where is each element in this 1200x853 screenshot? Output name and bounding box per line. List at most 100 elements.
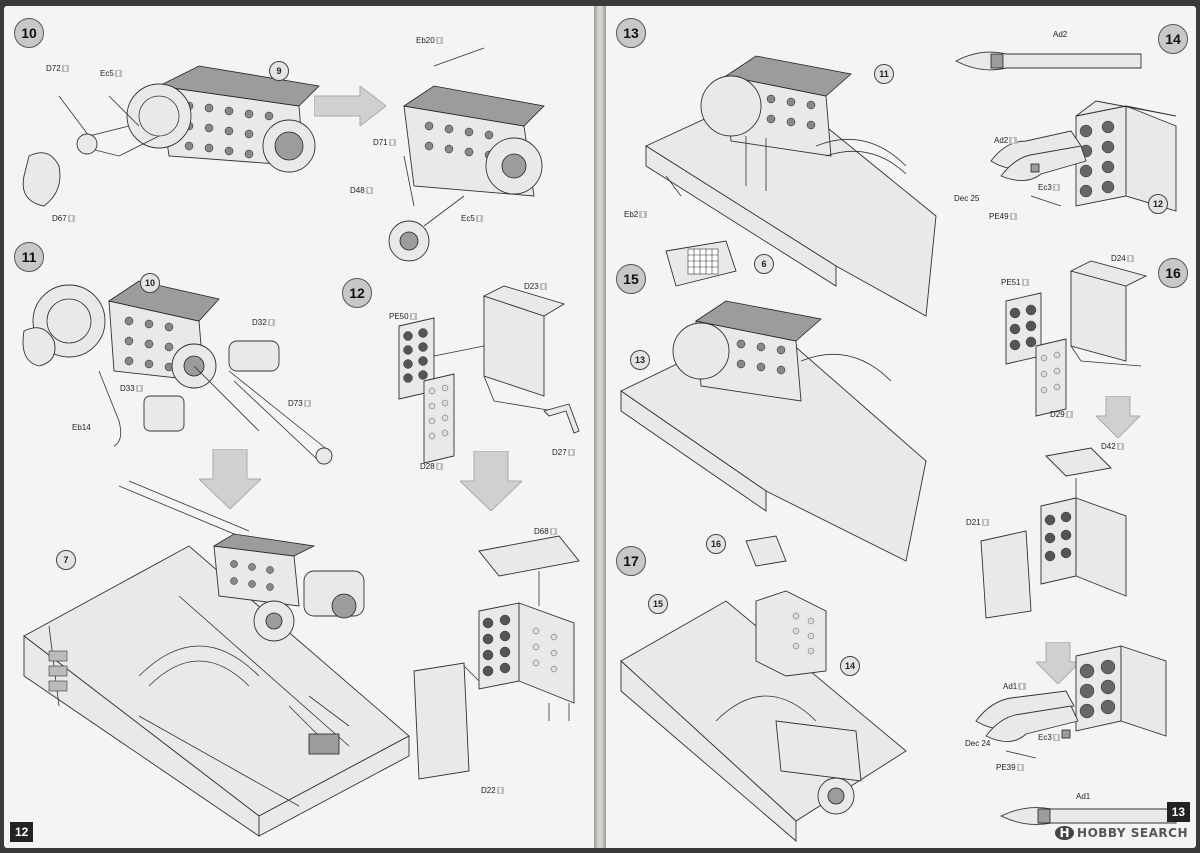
part-tag: ▮ bbox=[981, 519, 989, 527]
part-tag: ▮ bbox=[1065, 411, 1073, 419]
ammo-box-16-drawing bbox=[1005, 260, 1148, 417]
hull-with-rack-drawing bbox=[620, 240, 927, 562]
part-d22: D22▮ bbox=[481, 786, 504, 795]
part-tag: ▮ bbox=[435, 37, 443, 45]
book-gutter bbox=[594, 6, 606, 848]
callout-15: 15 bbox=[648, 594, 668, 614]
right-arrow-icon bbox=[314, 86, 386, 126]
part-pe49: PE49▮ bbox=[989, 212, 1017, 221]
shell-ad2-drawing bbox=[955, 51, 1142, 71]
ammo-box-assembly-drawing bbox=[413, 535, 580, 780]
part-d48: D48▮ bbox=[350, 186, 373, 195]
ammo-box-exploded-drawing bbox=[398, 285, 580, 464]
part-ec5-b: Ec5▮ bbox=[461, 214, 484, 223]
part-tag: ▮ bbox=[1052, 734, 1061, 742]
part-ad1: Ad1▮ bbox=[1003, 682, 1026, 691]
step-17-number: 17 bbox=[616, 546, 646, 576]
part-tag: ▮ bbox=[267, 319, 275, 327]
part-d21: D21▮ bbox=[966, 518, 989, 527]
step-11-number: 11 bbox=[14, 242, 44, 272]
part-ec3-b: Ec3▮ bbox=[1038, 733, 1061, 742]
part-tag: ▮ bbox=[639, 211, 647, 219]
part-ad2: Ad2 bbox=[1053, 30, 1068, 39]
left-page: 10 9 D72▮ Ec5▮ D67▮ bbox=[4, 6, 594, 848]
part-tag: ▮ bbox=[1052, 184, 1061, 192]
decal-number: 24 bbox=[981, 739, 991, 748]
part-tag: ▮ bbox=[496, 787, 504, 795]
engine-rear-drawing bbox=[388, 47, 545, 262]
engine-gearbox-drawing bbox=[22, 280, 333, 465]
shell-loading-drawing bbox=[975, 645, 1167, 759]
part-tag: ▮ bbox=[1018, 683, 1026, 691]
part-tag: ▮ bbox=[67, 215, 75, 223]
part-pe51: PE51▮ bbox=[1001, 278, 1029, 287]
callout-12: 12 bbox=[1148, 194, 1168, 214]
hull-interior-drawing bbox=[23, 480, 410, 837]
part-eb20: Eb20▮ bbox=[416, 36, 443, 45]
part-d68: D68▮ bbox=[534, 527, 557, 536]
part-tag: ▮ bbox=[1009, 137, 1017, 145]
page-number-right: 13 bbox=[1166, 802, 1190, 822]
page-number-left: 12 bbox=[10, 822, 34, 842]
callout-7: 7 bbox=[56, 550, 76, 570]
hull-with-ammo-drawing bbox=[620, 535, 907, 842]
right-page: 13 11 Eb2▮ 14 bbox=[606, 6, 1196, 848]
part-tag: ▮ bbox=[549, 528, 557, 536]
part-tag: ▮ bbox=[539, 283, 547, 291]
part-pe50: PE50▮ bbox=[389, 312, 417, 321]
part-tag: ▮ bbox=[409, 313, 417, 321]
part-d67: D67▮ bbox=[52, 214, 75, 223]
shell-ad1-drawing bbox=[999, 807, 1177, 825]
down-arrow-icon bbox=[460, 451, 522, 511]
down-arrow-icon bbox=[1036, 642, 1080, 684]
ammo-rack-14-drawing bbox=[990, 100, 1177, 212]
part-tag: ▮ bbox=[135, 385, 143, 393]
part-d23: D23▮ bbox=[524, 282, 547, 291]
callout-11: 11 bbox=[874, 64, 894, 84]
part-d32: D32▮ bbox=[252, 318, 275, 327]
step-16-number: 16 bbox=[1158, 258, 1188, 288]
callout-10: 10 bbox=[140, 273, 160, 293]
part-tag: ▮ bbox=[365, 187, 373, 195]
part-d24: D24▮ bbox=[1111, 254, 1134, 263]
part-dec-24: Dec 24 bbox=[965, 739, 991, 748]
part-ad1-b: Ad1 bbox=[1076, 792, 1091, 801]
part-d72: D72▮ bbox=[46, 64, 69, 73]
part-dec-25: Dec 25 bbox=[954, 194, 980, 203]
step-15-number: 15 bbox=[616, 264, 646, 294]
part-tag: ▮ bbox=[475, 215, 484, 223]
part-tag: ▮ bbox=[388, 139, 396, 147]
part-eb14: Eb14 bbox=[72, 423, 91, 432]
ammo-box-16-assembly bbox=[980, 447, 1127, 619]
part-d73: D73▮ bbox=[288, 399, 311, 408]
part-tag: ▮ bbox=[303, 400, 311, 408]
part-ad2-b: Ad2▮ bbox=[994, 136, 1017, 145]
part-pe39: PE39▮ bbox=[996, 763, 1024, 772]
part-ec5: Ec5▮ bbox=[100, 69, 123, 78]
callout-9: 9 bbox=[269, 61, 289, 81]
part-d28: D28▮ bbox=[420, 462, 443, 471]
part-tag: ▮ bbox=[435, 463, 443, 471]
part-d33: D33▮ bbox=[120, 384, 143, 393]
step-10-number: 10 bbox=[14, 18, 44, 48]
callout-14: 14 bbox=[840, 656, 860, 676]
part-tag: ▮ bbox=[1009, 213, 1017, 221]
part-eb2: Eb2▮ bbox=[624, 210, 647, 219]
part-d27: D27▮ bbox=[552, 448, 575, 457]
watermark-logo: H bbox=[1055, 826, 1075, 840]
step-13-number: 13 bbox=[616, 18, 646, 48]
callout-16: 16 bbox=[706, 534, 726, 554]
part-tag: ▮ bbox=[1021, 279, 1029, 287]
step-14-number: 14 bbox=[1158, 24, 1188, 54]
part-d71: D71▮ bbox=[373, 138, 396, 147]
hull-with-engine-drawing bbox=[645, 55, 937, 317]
part-tag: ▮ bbox=[1016, 764, 1024, 772]
part-ec3: Ec3▮ bbox=[1038, 183, 1061, 192]
engine-assembly-drawing bbox=[22, 65, 320, 207]
callout-6: 6 bbox=[754, 254, 774, 274]
part-tag: ▮ bbox=[1126, 255, 1134, 263]
part-d29: D29▮ bbox=[1050, 410, 1073, 419]
callout-13: 13 bbox=[630, 350, 650, 370]
